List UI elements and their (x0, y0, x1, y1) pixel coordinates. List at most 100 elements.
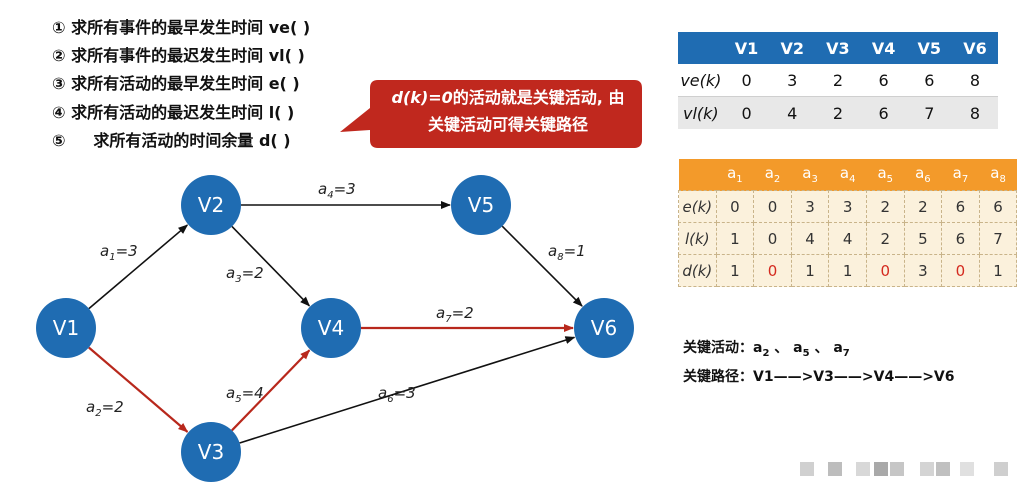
edge-label-a4: a4=3 (318, 180, 356, 201)
cell: 4 (769, 96, 816, 129)
critical-path-label: 关键路径： (683, 369, 753, 385)
cell: 1 (978, 254, 1018, 287)
edge-a5 (231, 349, 311, 432)
separator: 、 (769, 340, 794, 356)
edge-label-a8: a8=1 (548, 242, 586, 263)
critical-path-value: V1——>V3——>V4——>V6 (753, 369, 955, 385)
node-v2: V2 (181, 175, 241, 235)
cell: 5 (903, 222, 943, 255)
cell: 0 (723, 96, 770, 129)
event-header-v6: V6 (952, 32, 998, 64)
event-time-table: V1 V2 V3 V4 V5 V6 ve(k) 0 3 2 6 6 8 vl(k… (678, 32, 998, 129)
step-4: ④ 求所有活动的最迟发生时间 l( ) (52, 103, 295, 122)
activity-header-a4: a4 (828, 159, 867, 191)
cell: 1 (828, 254, 867, 287)
event-header-v3: V3 (815, 32, 861, 64)
step-1: ① 求所有事件的最早发生时间 ve( ) (52, 18, 311, 37)
edge-a8 (501, 225, 583, 307)
node-label: V6 (591, 316, 617, 340)
cell: 0 (865, 254, 905, 287)
cell: 2 (815, 96, 861, 129)
node-v5: V5 (451, 175, 511, 235)
node-label: V3 (198, 440, 224, 464)
activity-header-a6: a6 (904, 159, 942, 191)
event-header-v5: V5 (906, 32, 953, 64)
cell: 1 (790, 254, 830, 287)
table-row: ve(k) 0 3 2 6 6 8 (678, 64, 998, 97)
event-header-v4: V4 (860, 32, 907, 64)
step-2: ② 求所有事件的最迟发生时间 vl( ) (52, 46, 305, 65)
cell: 0 (753, 254, 792, 287)
node-v3: V3 (181, 422, 241, 482)
cell: 1 (715, 222, 755, 255)
cell: 8 (952, 64, 998, 97)
step-5: ⑤ 求所有活动的时间余量 d( ) (52, 131, 291, 150)
node-circle (181, 175, 241, 235)
activity-header-a1: a1 (716, 159, 754, 191)
row-label: e(k) (678, 190, 717, 223)
edge-a6 (239, 336, 576, 444)
activity-header-a5: a5 (866, 159, 905, 191)
node-circle (36, 298, 96, 358)
row-label: l(k) (678, 222, 717, 255)
callout-line2: 关键活动可得关键路径 (427, 115, 588, 134)
callout-line1: 的活动就是关键活动, 由 (452, 88, 625, 107)
edge-label-a5: a5=4 (226, 384, 264, 405)
edge-a3 (231, 225, 311, 307)
activity-header-a8: a8 (979, 159, 1017, 191)
cell: 3 (828, 190, 867, 223)
cell: 3 (790, 190, 830, 223)
edge-label-a1: a1=3 (100, 242, 138, 263)
cell: 3 (769, 64, 816, 97)
cell: 8 (952, 96, 998, 129)
critical-activity-a5: a5 (793, 340, 810, 359)
cell: 4 (828, 222, 867, 255)
node-label: V5 (468, 193, 494, 217)
cell: 6 (978, 190, 1018, 223)
cell: 6 (860, 64, 907, 97)
node-label: V1 (53, 316, 79, 340)
node-circle (181, 422, 241, 482)
cell: 7 (978, 222, 1018, 255)
cell: 6 (906, 64, 953, 97)
event-header-v1: V1 (723, 32, 770, 64)
edge-label-a2: a2=2 (86, 398, 124, 419)
table-row: vl(k) 0 4 2 6 7 8 (678, 96, 998, 129)
row-label: vl(k) (678, 96, 724, 129)
critical-activities-label: 关键活动： (683, 340, 753, 356)
cell: 3 (903, 254, 943, 287)
cell: 7 (906, 96, 953, 129)
cell: 2 (903, 190, 943, 223)
critical-activity-a7: a7 (833, 340, 850, 359)
event-table-corner (678, 32, 724, 64)
critical-activity-a2: a2 (753, 340, 770, 359)
node-circle (451, 175, 511, 235)
cell: 2 (815, 64, 861, 97)
cell: 0 (941, 254, 980, 287)
node-label: V4 (318, 316, 344, 340)
cell: 6 (860, 96, 907, 129)
edge-a2 (88, 346, 189, 433)
cell: 2 (865, 222, 905, 255)
callout-em: d(k)=0 (391, 88, 453, 107)
activity-header-a3: a3 (791, 159, 829, 191)
cell: 6 (941, 190, 980, 223)
cell: 4 (790, 222, 830, 255)
row-label: ve(k) (678, 64, 724, 97)
activity-header-a7: a7 (941, 159, 980, 191)
edge-a1 (88, 224, 189, 310)
node-label: V2 (198, 193, 224, 217)
separator: 、 (809, 340, 834, 356)
callout-text: d(k)=0的活动就是关键活动, 由 关键活动可得关键路径 (376, 84, 640, 138)
node-v4: V4 (301, 298, 361, 358)
critical-activities: 关键活动：a2 、 a5 、 a7 (683, 337, 850, 359)
critical-path: 关键路径：V1——>V3——>V4——>V6 (683, 366, 955, 386)
cell: 0 (753, 222, 792, 255)
activity-header-a2: a2 (753, 159, 792, 191)
edge-label-a6: a6=3 (378, 384, 416, 405)
